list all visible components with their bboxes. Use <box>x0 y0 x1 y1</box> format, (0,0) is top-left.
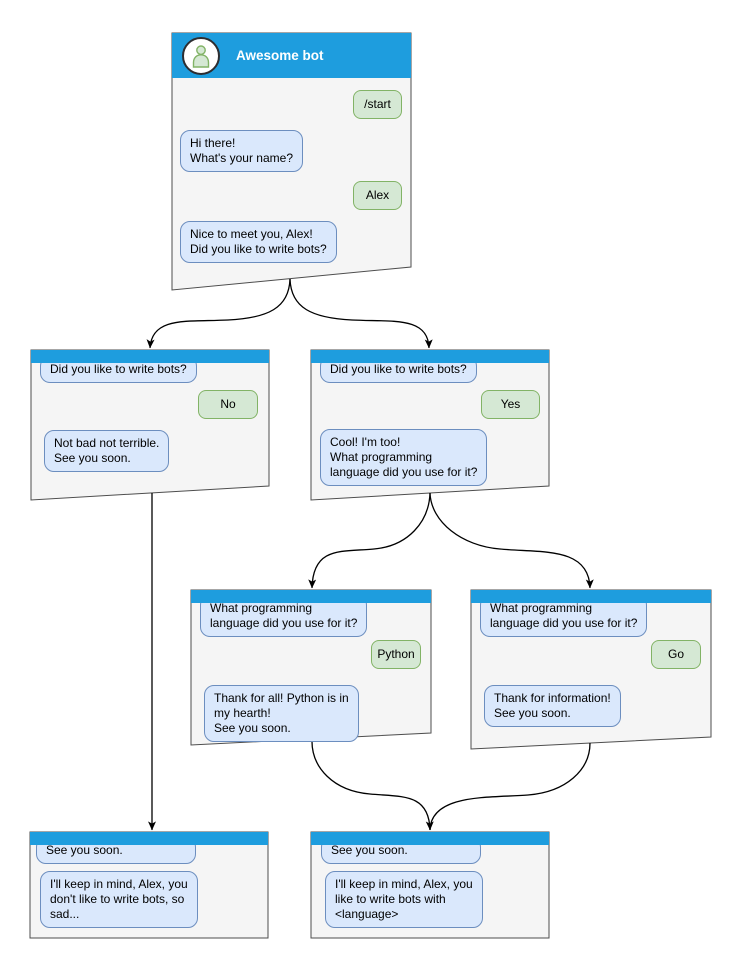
connector-main-to-no <box>146 278 291 349</box>
user-message-python: Python <box>371 640 421 669</box>
main-window-header: Awesome bot <box>172 33 411 78</box>
avatar <box>182 36 220 75</box>
user-message-start: /start <box>353 90 402 119</box>
user-message-no: No <box>198 390 258 419</box>
window-title: Awesome bot <box>236 48 324 63</box>
connector-main-to-yes <box>289 278 433 349</box>
bot-message-yes-reply: Cool! I'm too! What programming language… <box>320 429 488 486</box>
window-header-python <box>191 590 431 603</box>
connector-yes-to-go <box>429 492 594 589</box>
window-header-yes <box>311 350 549 363</box>
user-message-name: Alex <box>353 181 402 210</box>
bot-message-greeting: Hi there! What's your name? <box>180 130 304 172</box>
bot-message-like-bots: Nice to meet you, Alex! Did you like to … <box>180 221 337 263</box>
bot-message-go-reply: Thank for information! See you soon. <box>484 685 621 727</box>
user-message-go: Go <box>651 640 701 669</box>
window-header-go <box>471 590 711 603</box>
connector-yes-to-python <box>308 492 431 589</box>
window-header-end-no <box>30 832 268 845</box>
bot-message-python-reply: Thank for all! Python is in my hearth! S… <box>204 685 359 742</box>
bot-message-no-reply: Not bad not terrible. See you soon. <box>44 430 170 472</box>
window-header-no <box>31 350 269 363</box>
bot-message-end-no: I'll keep in mind, Alex, you don't like … <box>40 871 198 928</box>
user-message-yes: Yes <box>481 390 540 419</box>
window-header-end-yes <box>311 832 549 845</box>
connector-python-to-end <box>311 738 434 831</box>
bot-message-end-yes: I'll keep in mind, Alex, you like to wri… <box>325 871 483 928</box>
connector-go-to-end <box>429 742 591 831</box>
person-icon <box>192 44 210 68</box>
